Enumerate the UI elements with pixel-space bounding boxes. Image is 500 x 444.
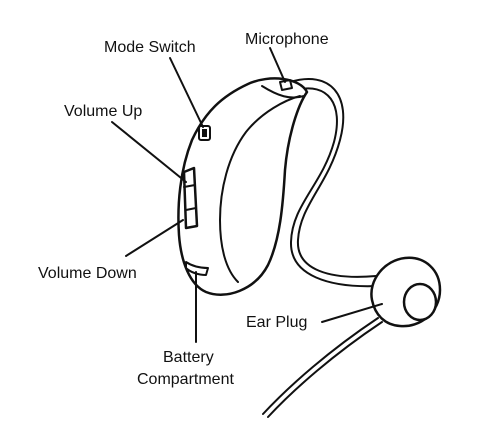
microphone-icon — [279, 79, 293, 91]
ear-plug-icon — [262, 256, 442, 418]
volume-up-label: Volume Up — [64, 103, 142, 120]
volume-down-label: Volume Down — [38, 265, 137, 282]
leader-volume-down — [125, 219, 184, 257]
leader-mode-switch — [169, 57, 204, 128]
ear-tube — [289, 78, 379, 288]
ear-plug-label: Ear Plug — [246, 314, 307, 331]
hearing-aid-body — [177, 77, 309, 296]
microphone-label: Microphone — [245, 31, 329, 48]
leader-volume-up — [111, 121, 187, 183]
battery-compartment-icon — [185, 261, 209, 276]
leader-microphone — [269, 47, 286, 83]
leader-ear-plug — [321, 303, 383, 323]
battery-label-line2: Compartment — [137, 371, 234, 388]
mode-switch-label: Mode Switch — [104, 39, 196, 56]
mode-switch-icon — [198, 125, 211, 141]
battery-label-line1: Battery — [163, 349, 214, 366]
leader-lines — [111, 47, 383, 343]
volume-rocker-icon — [182, 166, 199, 230]
